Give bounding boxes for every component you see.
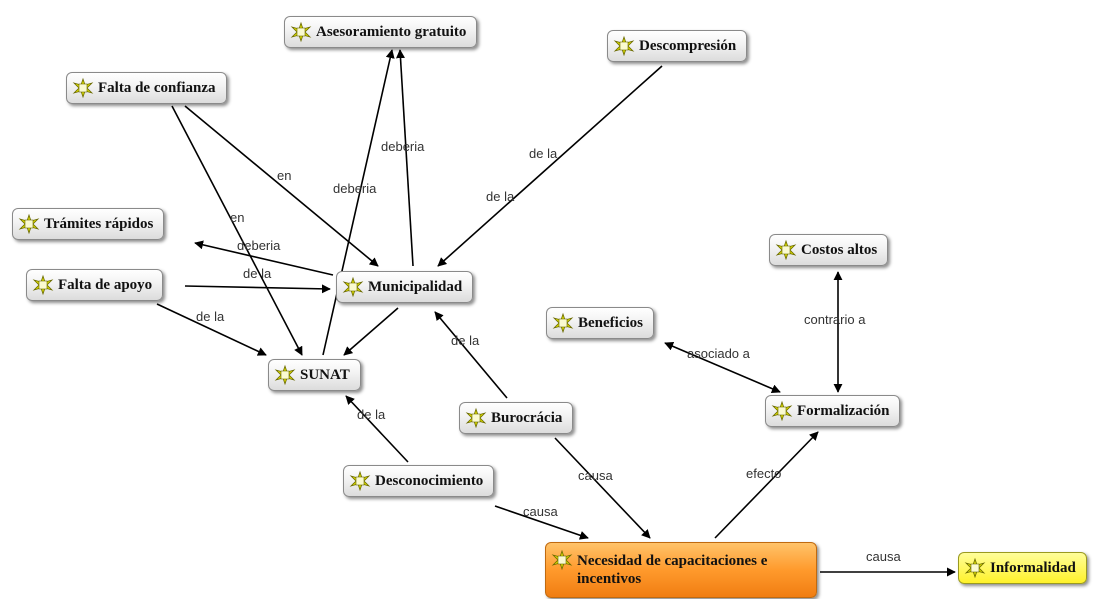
concept-node-icon	[343, 277, 363, 297]
link-label-en: en	[230, 210, 244, 225]
link-label-efecto: efecto	[746, 466, 781, 481]
concept-descompresion[interactable]: Descompresión	[607, 30, 748, 62]
link-label-de-la: de la	[357, 407, 386, 422]
concept-tramites-rapidos[interactable]: Trámites rápidos	[12, 208, 165, 240]
concept-node-icon	[466, 408, 486, 428]
edge-descompresion-municipalidad	[437, 65, 663, 267]
concept-label: Falta de confianza	[98, 79, 216, 96]
edge-municipalidad-asesoramiento	[395, 49, 414, 267]
link-label-causa: causa	[523, 504, 558, 519]
concept-label: Municipalidad	[368, 278, 463, 295]
concept-sunat[interactable]: SUNAT	[268, 359, 361, 391]
concept-node-icon	[776, 240, 796, 260]
concept-node-icon	[553, 313, 573, 333]
link-label-causa: causa	[578, 468, 613, 483]
concept-label: Burocrácia	[491, 409, 563, 426]
concept-label: Informalidad	[990, 559, 1076, 576]
concept-label: Falta de apoyo	[58, 276, 153, 293]
concept-costos-altos[interactable]: Costos altos	[769, 234, 889, 266]
link-label-causa: causa	[866, 549, 901, 564]
link-label-contrario-a: contrario a	[804, 312, 866, 327]
concept-label: Costos altos	[801, 241, 878, 258]
concept-label: Desconocimiento	[375, 472, 484, 489]
concept-label: Necesidad de capacitaciones e incentivos	[577, 553, 768, 587]
edge-sunat-asesoramiento	[322, 49, 395, 356]
concept-necesidad-de-capacitaciones[interactable]: Necesidad de capacitaciones e incentivos	[545, 542, 817, 598]
concept-label: Formalización	[797, 402, 890, 419]
concept-falta-de-confianza[interactable]: Falta de confianza	[66, 72, 227, 104]
link-label-deberia: deberia	[381, 139, 425, 154]
concept-desconocimiento[interactable]: Desconocimiento	[343, 465, 495, 497]
concept-node-icon	[19, 214, 39, 234]
concept-node-icon	[291, 22, 311, 42]
link-label-de-la: de la	[196, 309, 225, 324]
edge-municipalidad-tramites	[194, 240, 334, 276]
link-label-deberia: deberia	[237, 238, 281, 253]
link-label-de-la: de la	[486, 189, 515, 204]
link-label-de-la: de la	[529, 146, 558, 161]
edge-apoyo-municipalidad	[184, 284, 331, 294]
edge-burocracia-necesidad	[554, 437, 651, 539]
concept-node-icon	[965, 558, 985, 578]
concept-node-icon	[275, 365, 295, 385]
edge-apoyo-sunat	[156, 303, 267, 356]
concept-node-icon	[33, 275, 53, 295]
link-label-asociado-a: asociado a	[687, 346, 751, 361]
concept-beneficios[interactable]: Beneficios	[546, 307, 654, 339]
concept-falta-de-apoyo[interactable]: Falta de apoyo	[26, 269, 164, 301]
concept-informalidad[interactable]: Informalidad	[958, 552, 1087, 584]
concept-label: Descompresión	[639, 37, 737, 54]
concept-node-icon	[772, 401, 792, 421]
concept-label: Beneficios	[578, 314, 643, 331]
link-label-de-la: de la	[451, 333, 480, 348]
concept-municipalidad[interactable]: Municipalidad	[336, 271, 474, 303]
concept-node-icon	[350, 471, 370, 491]
concept-burocracia[interactable]: Burocrácia	[459, 402, 574, 434]
concept-node-icon	[73, 78, 93, 98]
concept-label: Trámites rápidos	[44, 215, 154, 232]
link-label-de-la: de la	[243, 266, 272, 281]
edge-confianza-municipalidad	[184, 105, 379, 267]
concept-label: Asesoramiento gratuito	[316, 23, 467, 40]
edge-necesidad-formalizacion	[714, 431, 819, 539]
edge-formalizacion-beneficios	[664, 342, 781, 393]
edge-municipalidad-sunat	[343, 307, 399, 356]
link-label-deberia: deberia	[333, 181, 377, 196]
concept-asesoramiento-gratuito[interactable]: Asesoramiento gratuito	[284, 16, 478, 48]
link-label-en: en	[277, 168, 291, 183]
edge-burocracia-municipalidad	[434, 311, 508, 399]
edge-confianza-sunat	[171, 105, 303, 356]
concept-label: SUNAT	[300, 366, 350, 383]
edge-desconocimiento-sunat	[345, 395, 409, 463]
concept-node-icon	[552, 550, 572, 570]
edge-desconocimiento-necesidad	[494, 505, 589, 540]
concept-formalizacion[interactable]: Formalización	[765, 395, 901, 427]
concept-node-icon	[614, 36, 634, 56]
